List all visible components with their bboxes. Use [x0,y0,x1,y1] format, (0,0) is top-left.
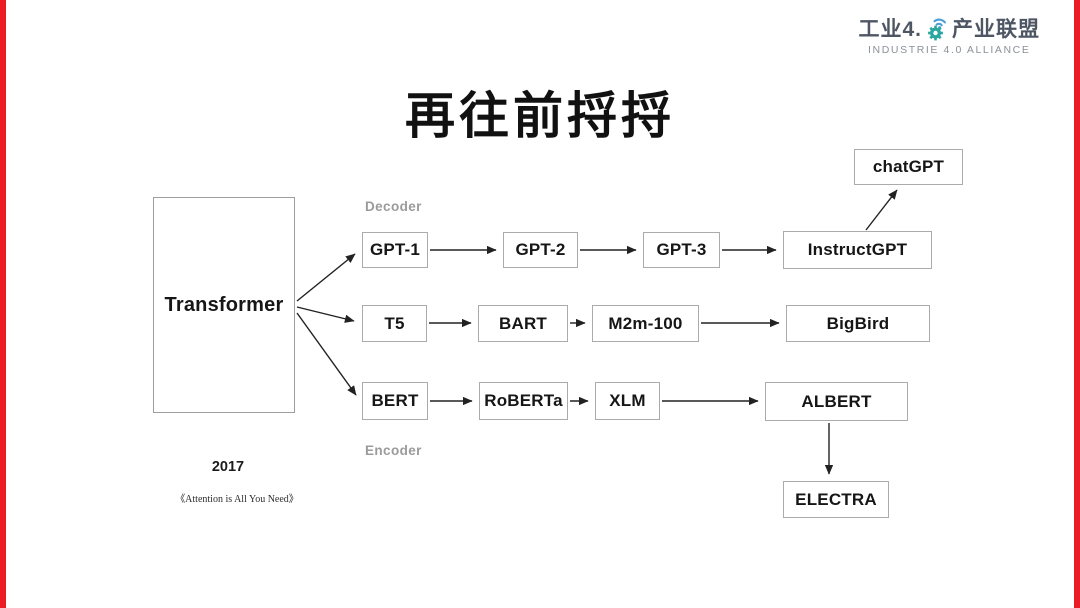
slide-title: 再往前捋捋 [405,88,675,144]
right-red-edge-bar [1074,0,1080,608]
node-bert: BERT [362,382,428,420]
year-label: 2017 [211,459,245,475]
logo-subtitle: INDUSTRIE 4.0 ALLIANCE [868,44,1031,56]
node-gpt3: GPT-3 [643,232,720,268]
node-m2m100: M2m-100 [592,305,699,342]
node-t5: T5 [362,305,427,342]
alliance-logo: 工业4. [858,13,1040,56]
encoder-branch-label: Encoder [365,443,422,458]
node-bart: BART [478,305,568,342]
node-bigbird: BigBird [786,305,930,342]
node-gpt1: GPT-1 [362,232,428,268]
node-gpt2: GPT-2 [503,232,578,268]
node-instructgpt: InstructGPT [783,231,932,269]
node-chatgpt: chatGPT [854,149,963,185]
alliance-logo-row: 工业4. [858,13,1040,43]
logo-text-cn-left: 工业4. [858,18,922,41]
node-xlm: XLM [595,382,660,420]
node-albert: ALBERT [765,382,908,421]
left-red-edge-bar [0,0,6,608]
node-electra: ELECTRA [783,481,889,518]
logo-text-cn-right: 产业联盟 [952,18,1040,41]
gear-wifi-icon [924,15,950,42]
decoder-branch-label: Decoder [365,199,422,214]
node-roberta: RoBERTa [479,382,568,420]
paper-citation: 《Attention is All You Need》 [175,494,299,505]
node-transformer: Transformer [153,197,295,413]
